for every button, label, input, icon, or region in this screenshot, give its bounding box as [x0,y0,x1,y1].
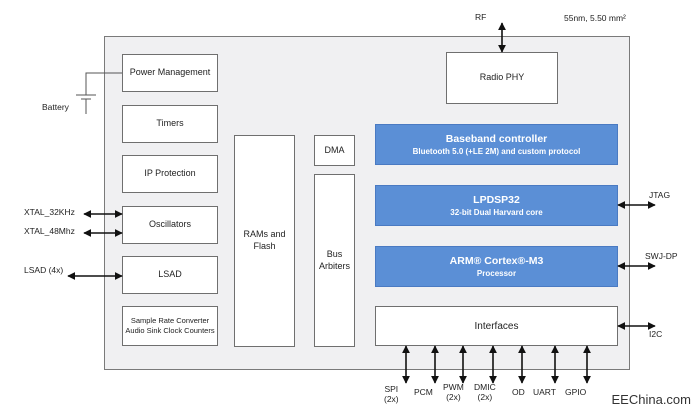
power-management-block: Power Management [122,54,218,92]
oscillators-block: Oscillators [122,206,218,244]
sample-rate-converter-block: Sample Rate Converter Audio Sink Clock C… [122,306,218,346]
jtag-label: JTAG [649,190,671,200]
ip-protection-label: IP Protection [144,168,196,179]
dmic-label: DMIC (2x) [474,382,496,403]
arm-cortex-m3-block: ARM® Cortex®-M3 Processor [375,246,618,287]
pwm-count: (2x) [446,391,461,402]
baseband-title: Baseband controller [445,133,548,145]
interfaces-label: Interfaces [474,320,519,332]
radio-phy-block: Radio PHY [446,52,558,104]
dma-block: DMA [314,135,355,166]
interfaces-block: Interfaces [375,306,618,346]
dmic-count: (2x) [477,391,493,402]
ip-protection-block: IP Protection [122,155,218,193]
bus-arbiters-block: Bus Arbiters [314,174,355,347]
battery-label: Battery [42,102,69,112]
pcm-label: PCM [414,387,433,397]
dmic-name: DMIC [474,382,496,392]
lsad-block: LSAD [122,256,218,294]
lsad-label: LSAD [158,269,182,280]
bus-label: Bus [326,248,343,259]
rf-label: RF [475,12,487,22]
spi-count: (2x) [384,393,399,404]
i2c-label: I2C [649,329,663,339]
sample-rate-converter-label: Sample Rate Converter [130,315,210,325]
radio-phy-label: Radio PHY [479,72,525,83]
oscillators-label: Oscillators [148,219,191,230]
rams-flash-block: RAMs and Flash [234,135,295,347]
spi-label: SPI (2x) [384,384,399,405]
lpdsp-subtitle: 32-bit Dual Harvard core [450,208,543,217]
gpio-label: GPIO [565,387,587,397]
xtal-48mhz-label: XTAL_48Mhz [24,226,75,236]
lpdsp-title: LPDSP32 [473,194,520,206]
watermark: EEChina.com [611,392,691,407]
xtal-32khz-label: XTAL_32KHz [24,207,75,217]
timers-label: Timers [156,118,184,129]
swj-dp-label: SWJ-DP [645,251,678,261]
process-info: 55nm, 5.50 mm² [564,13,626,23]
lsad-input-label: LSAD (4x) [24,265,64,275]
arm-subtitle: Processor [476,269,517,278]
baseband-controller-block: Baseband controller Bluetooth 5.0 (+LE 2… [375,124,618,165]
pwm-name: PWM [443,382,464,392]
flash-label: Flash [253,241,276,251]
arbiters-label: Arbiters [318,260,350,271]
power-management-label: Power Management [129,67,211,78]
spi-name: SPI [384,384,399,394]
baseband-subtitle: Bluetooth 5.0 (+LE 2M) and custom protoc… [412,147,581,156]
od-label: OD [512,387,525,397]
rams-label: RAMs and [243,229,286,240]
timers-block: Timers [122,105,218,143]
audio-sink-clock-counters-label: Audio Sink Clock Counters [125,326,215,335]
dma-label: DMA [324,144,345,155]
lpdsp32-block: LPDSP32 32-bit Dual Harvard core [375,185,618,226]
arm-title: ARM® Cortex®-M3 [449,255,544,267]
uart-label: UART [533,387,556,397]
pwm-label: PWM (2x) [443,382,464,403]
